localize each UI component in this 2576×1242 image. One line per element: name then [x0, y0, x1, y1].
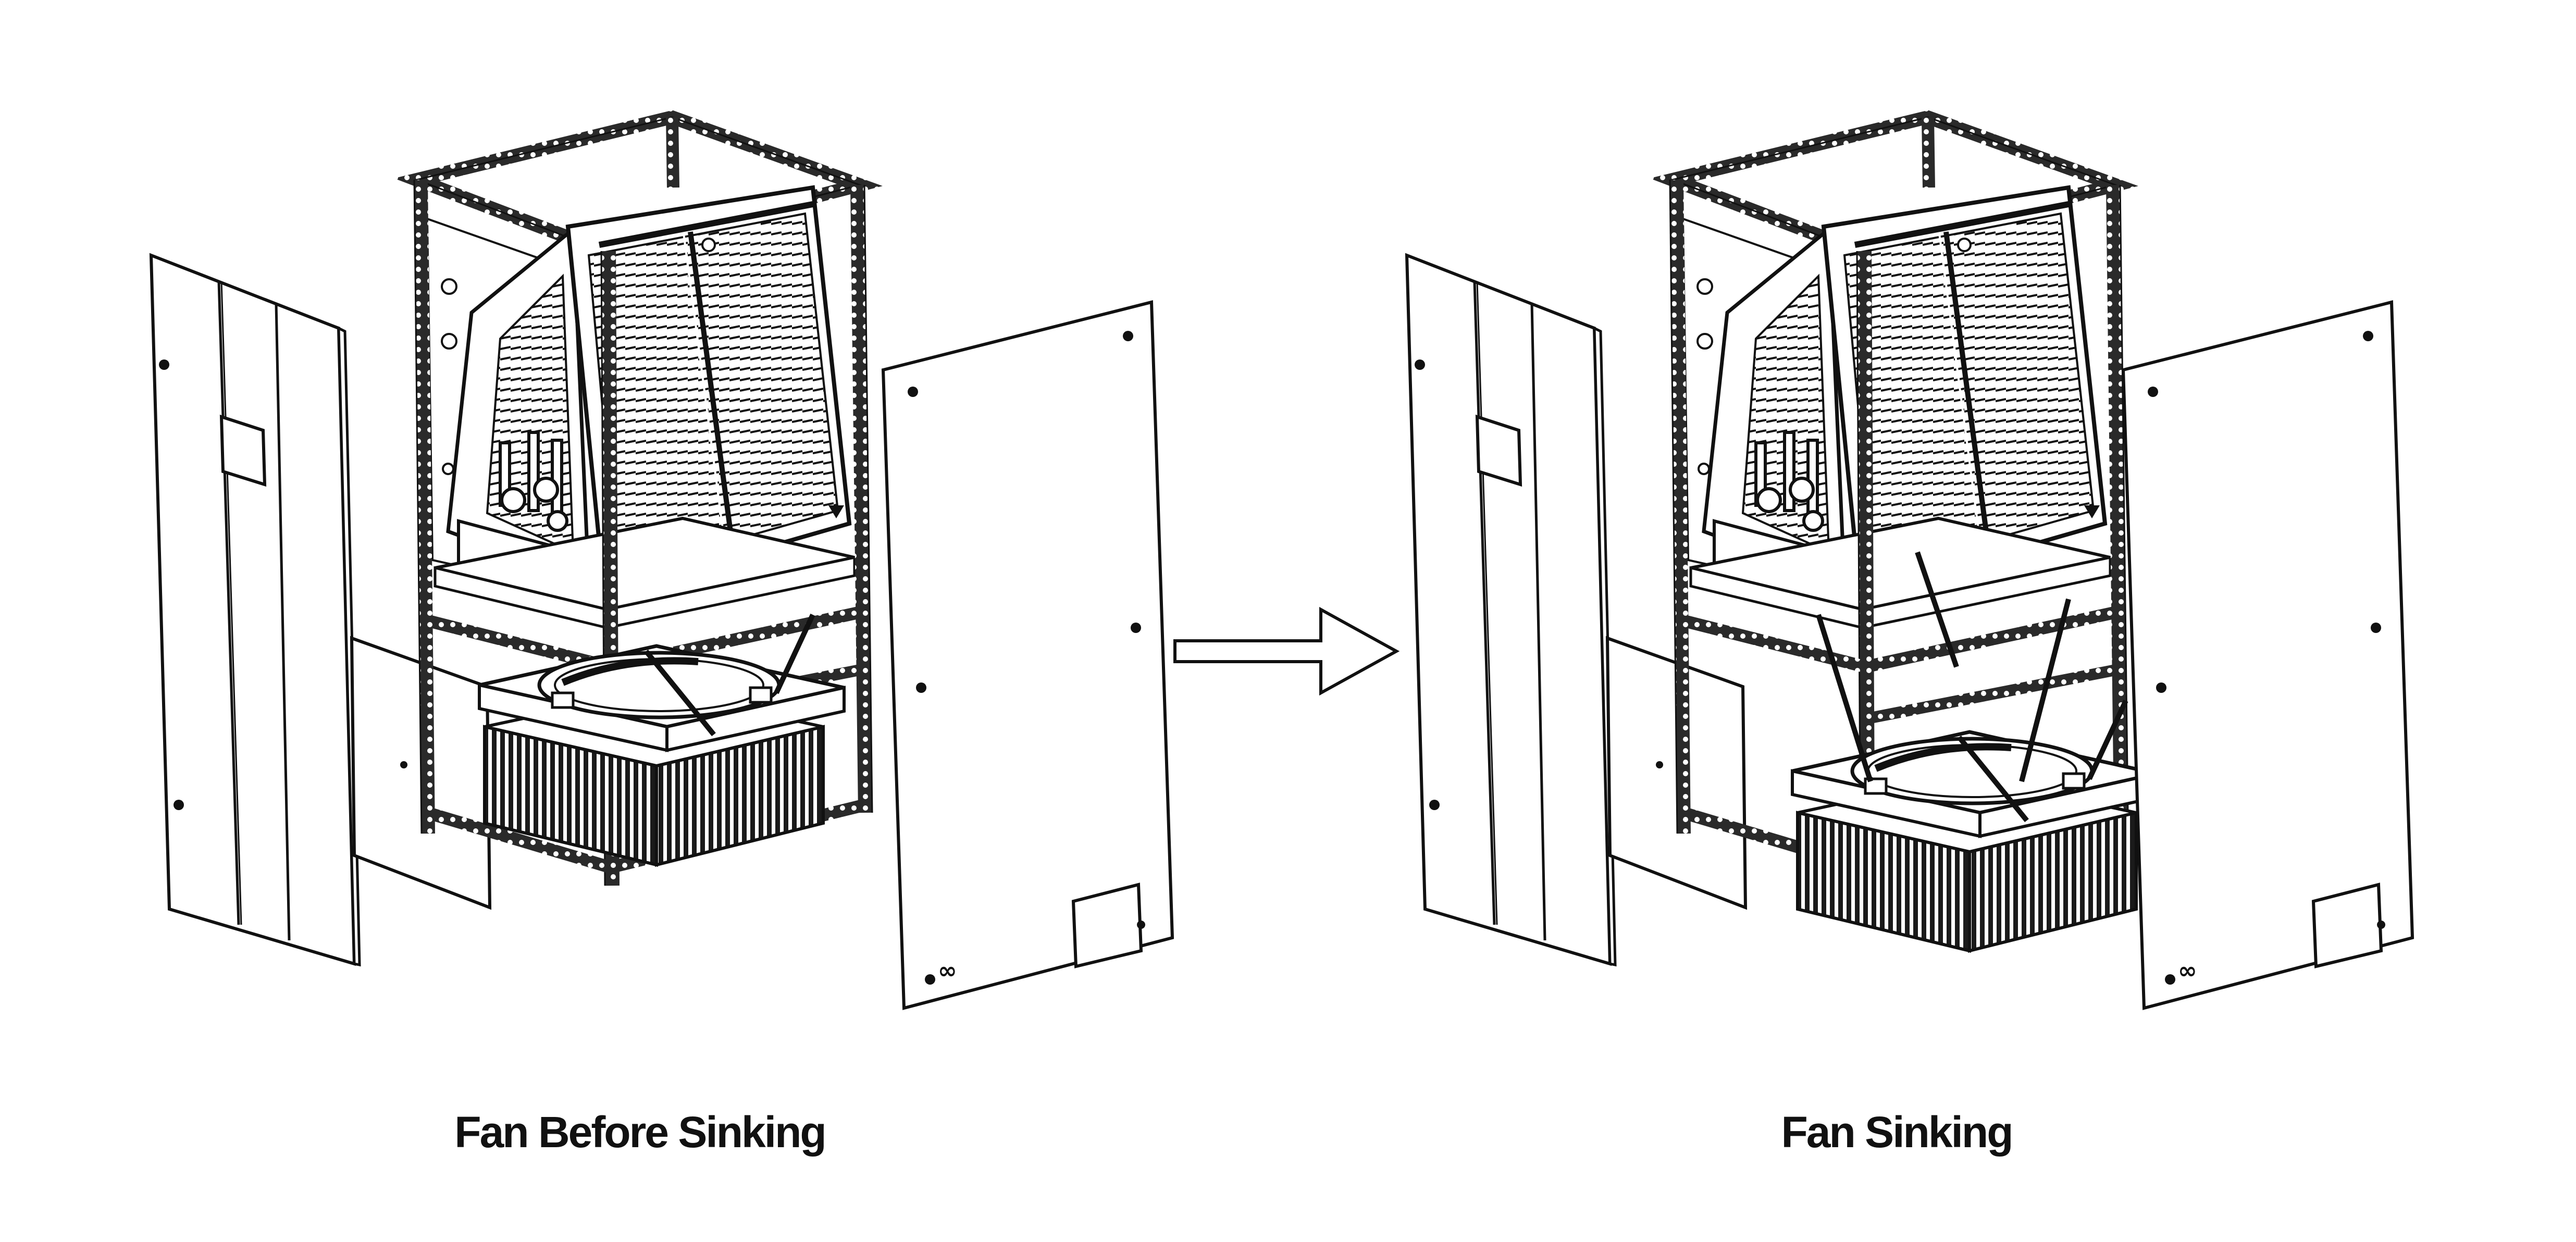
right-access-panel	[883, 302, 1172, 1008]
infinity-symbol-icon: ∞	[2178, 958, 2197, 984]
right-access-panel	[2123, 302, 2412, 1008]
unit-before-sinking: ∞	[151, 117, 1172, 1008]
unit-fan-sinking: ∞	[1407, 117, 2412, 1008]
caption-fan-before-sinking: Fan Before Sinking	[454, 1108, 826, 1157]
right-arrow-outline-icon	[1173, 606, 1400, 696]
infinity-symbol-icon: ∞	[938, 958, 957, 984]
caption-fan-sinking: Fan Sinking	[1781, 1108, 2013, 1157]
fan-assembly-lowered	[1792, 701, 2157, 951]
